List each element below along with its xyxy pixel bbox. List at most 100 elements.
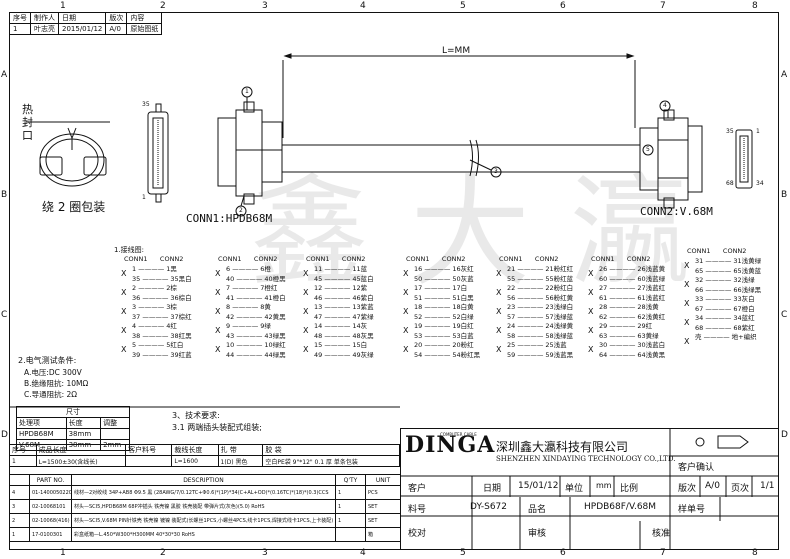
wiring-line: 61 ———— 61浅蓝红 — [599, 293, 666, 302]
twist-icon: X — [403, 345, 409, 354]
twist-icon: X — [303, 345, 309, 354]
winding-label: 绕 2 圈包装 — [42, 200, 106, 214]
wiring-line: 28 ———— 28浅黄 — [599, 303, 659, 311]
twist-icon: X — [496, 269, 502, 278]
wiring-line: 54 ———— 54粉红黑 — [414, 350, 481, 359]
row-letter-right: D — [781, 430, 788, 440]
wiring-header: CONN1 CONN2 — [591, 255, 651, 263]
twist-icon: X — [215, 326, 221, 335]
wiring-line: 43 ———— 43绿黑 — [226, 331, 286, 340]
bom-cell: 3 — [9, 499, 30, 514]
wiring-line: 40 ———— 40橙黑 — [226, 274, 286, 283]
wiring-line: 58 ———— 58浅绿蓝 — [507, 331, 574, 340]
row-letter-left: A — [1, 70, 8, 80]
column-number-bottom: 1 — [60, 548, 66, 558]
rev-label: 版次 — [678, 484, 697, 494]
twist-icon: X — [215, 345, 221, 354]
wiring-line: 53 ———— 53白蓝 — [414, 331, 474, 340]
column-number-bottom: 8 — [752, 548, 758, 558]
twist-icon: X — [496, 326, 502, 335]
unit-value: mm — [596, 481, 612, 490]
wiring-line: 35 ———— 35黑白 — [132, 274, 192, 283]
wiring-line: 9 ———— 9绿 — [226, 322, 271, 330]
wiring-line: 27 ———— 27浅蓝红 — [599, 284, 666, 292]
column-number-top: 5 — [460, 1, 466, 11]
wiring-line: 49 ———— 49灰绿 — [314, 350, 374, 359]
callout-number: 4 — [663, 102, 667, 109]
dims-col-header: 处理项 — [16, 417, 67, 429]
bom-summary-header: 成品长度 — [35, 444, 127, 456]
dims-cell: HPDB68M — [16, 428, 67, 440]
wiring-line: 66 ———— 66浅绿黑 — [695, 285, 762, 294]
bom-cell: SET — [365, 499, 401, 514]
bom-summary-header: 序号 — [9, 444, 37, 456]
bom-cell: 01-1400050220 — [29, 485, 72, 500]
wiring-line: 55 ———— 55粉红蓝 — [507, 274, 574, 283]
customer-confirm-label: 客户确认 — [678, 463, 715, 473]
wiring-line: 壳 ———— 地+编织 — [695, 333, 757, 341]
wiring-header: CONN1 CONN2 — [218, 255, 278, 263]
twist-icon: X — [303, 326, 309, 335]
wiring-line: 47 ———— 47紫绿 — [314, 312, 374, 321]
wiring-line: 21 ———— 21粉红红 — [507, 265, 574, 273]
callout-number: 5 — [646, 146, 650, 153]
row-letter-right: B — [781, 190, 788, 200]
wiring-line: 67 ———— 67橙白 — [695, 304, 755, 313]
conn2-label: CONN2:V.68M — [640, 205, 713, 218]
company-logo: DINGA — [405, 432, 496, 458]
wiring-line: 46 ———— 46紫白 — [314, 293, 374, 302]
wiring-line: 68 ———— 68紫红 — [695, 323, 755, 332]
bom-cell: 2 — [9, 513, 30, 528]
conn1-label: CONN1:HPDB68M — [186, 212, 273, 225]
tech-title: 3、技术要求: — [172, 411, 220, 420]
wiring-line: 12 ———— 12紫 — [314, 284, 368, 292]
wiring-line: 29 ———— 29红 — [599, 322, 653, 330]
wiring-line: 60 ———— 60浅蓝绿 — [599, 274, 666, 283]
wiring-header: CONN1 CONN2 — [499, 255, 559, 263]
twist-icon: X — [496, 288, 502, 297]
wiring-line: 56 ———— 56粉红黄 — [507, 293, 574, 302]
column-number-top: 1 — [60, 1, 66, 11]
wiring-line: 25 ———— 25浅蓝 — [507, 341, 567, 349]
bom-summary-cell — [125, 455, 173, 467]
twist-icon: X — [403, 288, 409, 297]
column-number-top: 8 — [752, 1, 758, 11]
dims-cell — [100, 428, 130, 440]
bom-cell: 1 — [335, 513, 366, 528]
bom-summary-cell: 1 — [9, 455, 37, 467]
wiring-line: 37 ———— 37棕红 — [132, 312, 192, 321]
wiring-line: 51 ———— 51白黑 — [414, 293, 474, 302]
unit-label: 单位 — [565, 484, 584, 494]
twist-icon: X — [588, 307, 594, 316]
pin-left-top: 35 — [142, 101, 150, 108]
twist-icon: X — [496, 345, 502, 354]
dims-cell: 38mm — [65, 428, 102, 440]
twist-icon: X — [121, 326, 127, 335]
bom-cell: 1 — [9, 527, 30, 542]
wiring-header: CONN1 CONN2 — [406, 255, 466, 263]
twist-icon: X — [588, 288, 594, 297]
wiring-line: 62 ———— 62浅黄红 — [599, 312, 666, 321]
wiring-line: 1 ———— 1黑 — [132, 265, 177, 273]
twist-icon: X — [403, 269, 409, 278]
column-number-bottom: 3 — [262, 548, 268, 558]
bom-summary-header: 裁线长度 — [171, 444, 219, 456]
wiring-line: 18 ———— 18白黄 — [414, 303, 474, 311]
bom-header: DESCRIPTION — [71, 474, 336, 486]
scale-label: 比例 — [620, 484, 639, 494]
customer-label: 客户 — [408, 484, 427, 494]
column-number-bottom: 7 — [660, 548, 666, 558]
wiring-line: 64 ———— 64浅黄黑 — [599, 350, 666, 359]
wiring-line: 15 ———— 15白 — [314, 341, 368, 349]
bom-cell: 彩盒纸箱—L.450*W300*H300MM 40*30*30 RoHS — [71, 527, 336, 542]
bom-cell: 材头—SCI5,V.68M PIN针铁壳 铁壳镍 镀镍 装配式(长螺丝1PCS,… — [71, 513, 336, 528]
twist-icon: X — [303, 288, 309, 297]
twist-icon: X — [588, 269, 594, 278]
date-label: 日期 — [483, 484, 502, 494]
pin-right-bottom1: 68 — [726, 180, 734, 187]
wiring-line: 14 ———— 14灰 — [314, 322, 368, 330]
wiring-header: CONN1 CONN2 — [306, 255, 366, 263]
wiring-line: 3 ———— 3棕 — [132, 303, 177, 311]
bom-cell: 线材—2对绞线 34P+AB8 Φ9.5 黑 (28AWG/7/0.12TC+Φ… — [71, 485, 336, 500]
